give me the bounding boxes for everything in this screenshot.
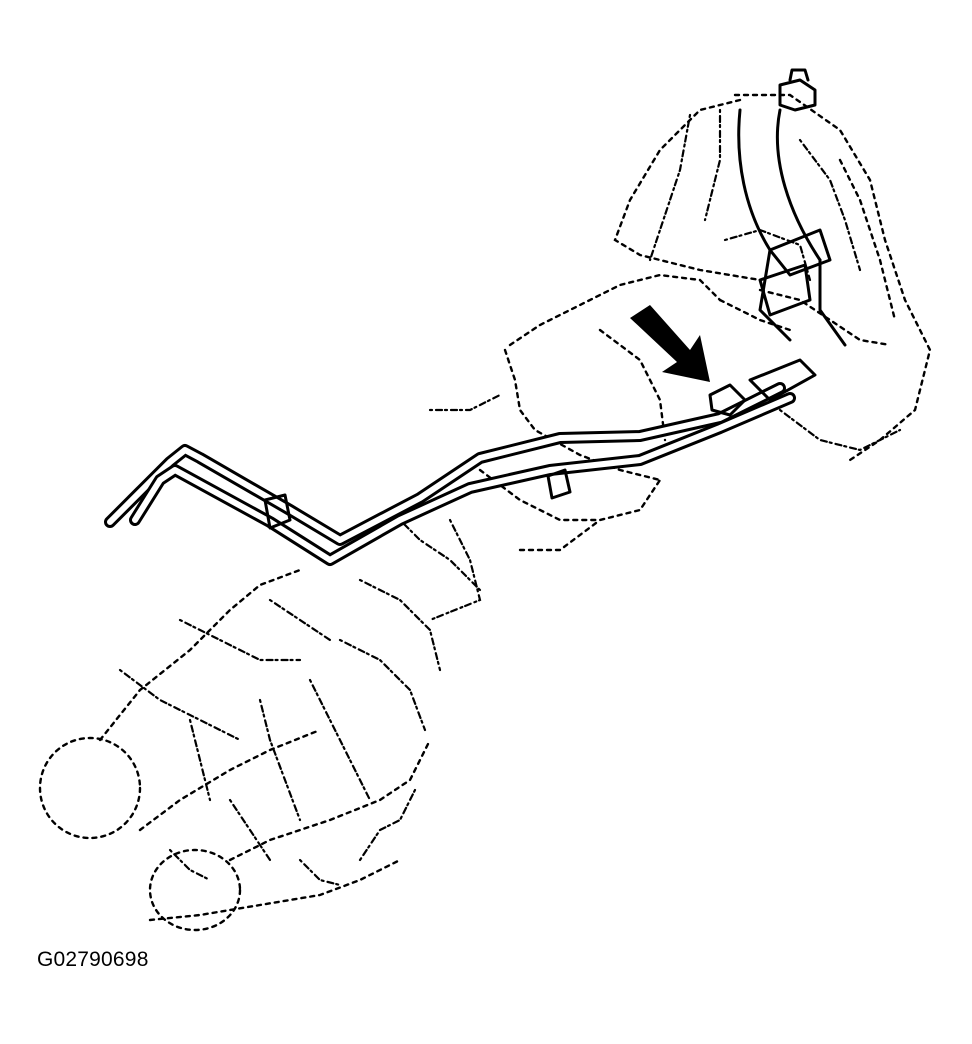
figure-id-label: G02790698 bbox=[37, 948, 149, 971]
fuel-tank-assembly bbox=[613, 93, 932, 462]
filler-neck bbox=[737, 68, 847, 347]
center-shield bbox=[428, 273, 722, 622]
pointer-arrow-icon bbox=[630, 305, 710, 382]
engine-block bbox=[38, 518, 482, 932]
fuel-lines bbox=[104, 358, 817, 566]
